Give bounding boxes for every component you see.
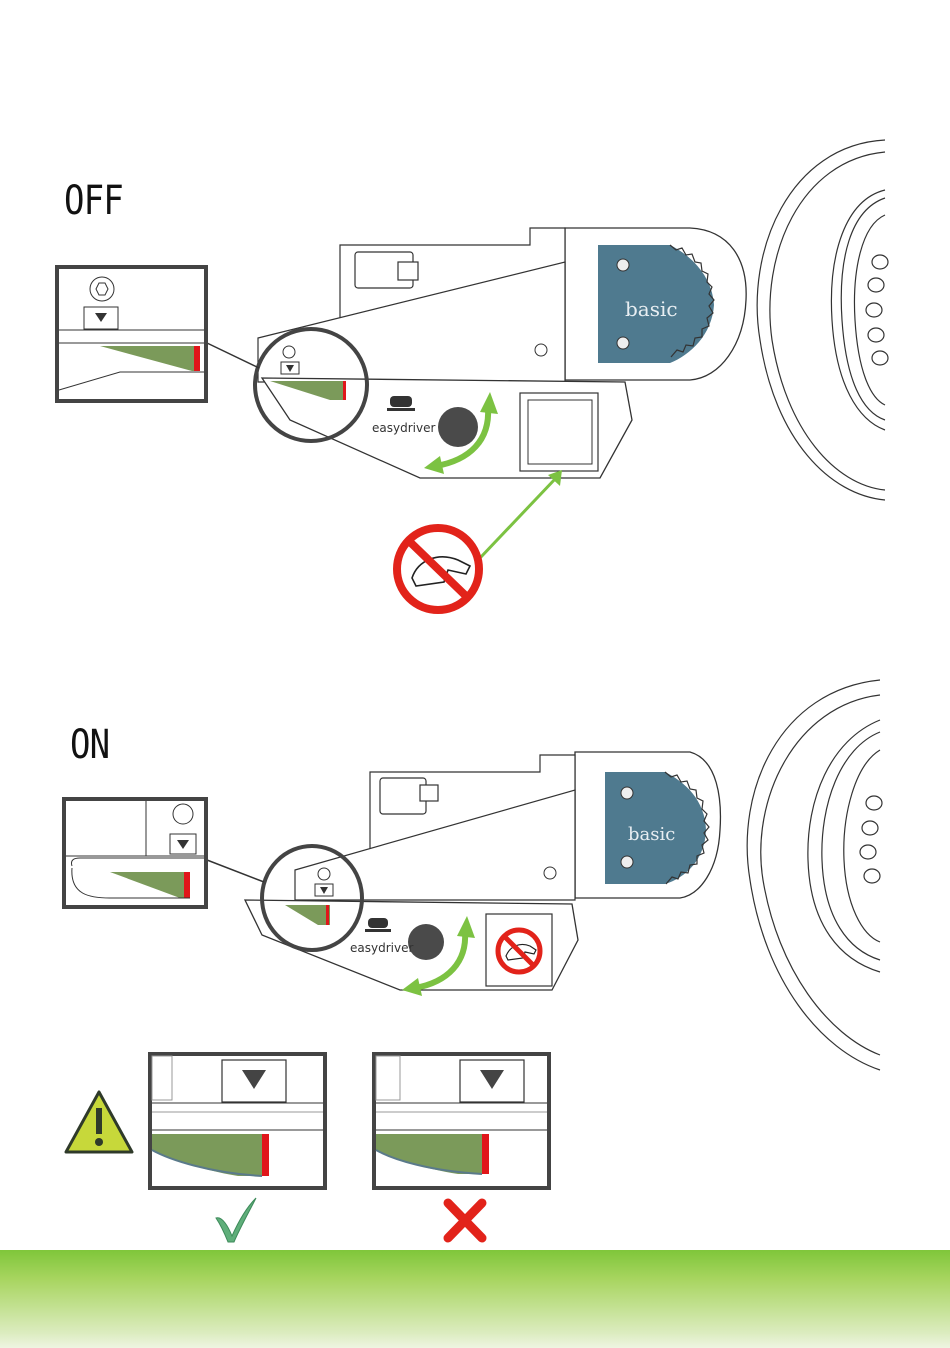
off-logo-icon <box>387 396 415 411</box>
off-plate-label: basic <box>625 297 678 321</box>
off-wheel <box>757 140 888 500</box>
warning-triangle-icon <box>66 1092 132 1152</box>
off-diagram: basic easydriver <box>57 140 888 610</box>
red-cross-icon <box>448 1203 482 1238</box>
off-knob <box>438 407 478 447</box>
on-diagram: basic easydriver <box>64 680 882 1070</box>
incorrect-indicator-detail <box>374 1054 549 1188</box>
on-no-touch-small-icon <box>498 930 540 972</box>
no-touch-prohibition-icon <box>397 528 479 610</box>
on-logo-icon <box>365 918 391 932</box>
correct-indicator-detail <box>150 1054 325 1188</box>
on-brand-label: easydriver <box>350 941 413 955</box>
off-button-square <box>528 400 592 464</box>
on-plate-label: basic <box>628 824 675 845</box>
off-detail-inset <box>57 267 206 401</box>
footer-gradient-band <box>0 1250 950 1348</box>
off-brand-label: easydriver <box>372 421 435 435</box>
on-wheel <box>747 680 882 1070</box>
on-detail-inset <box>64 799 206 907</box>
green-checkmark-icon <box>216 1198 256 1242</box>
